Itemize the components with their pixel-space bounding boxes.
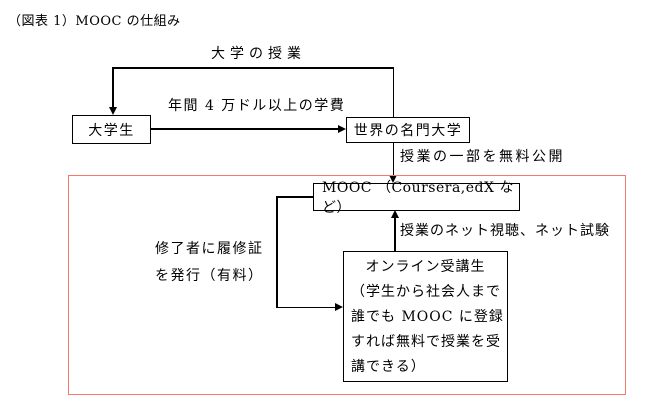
online-student-line-2: （学生から社会人まで — [351, 284, 501, 300]
connector-tuition-line — [151, 128, 339, 130]
label-certificate-line2: を発行（有料） — [155, 268, 264, 284]
connector-top-left-line — [112, 67, 114, 108]
node-mooc: MOOC （Coursera,edX など） — [313, 180, 520, 216]
connector-certificate-vertical-line — [276, 196, 278, 308]
node-university-student: 大学生 — [72, 115, 151, 144]
node-mooc-label: MOOC （Coursera,edX など） — [322, 180, 514, 216]
connector-free-release-line — [392, 143, 394, 176]
highlight-rectangle — [68, 175, 626, 395]
node-elite-university-label: 世界の名門大学 — [353, 123, 463, 139]
arrowhead-up-into-mooc-icon — [390, 210, 399, 218]
connector-certificate-top-line — [276, 196, 313, 198]
figure-title: （図表 1）MOOC の仕組み — [8, 14, 181, 29]
node-online-student: オンライン受講生 （学生から社会人まで 誰でも MOOC に登録 すれば無料で授… — [343, 251, 508, 382]
node-university-student-label: 大学生 — [88, 122, 135, 139]
arrowhead-right-into-university-icon — [338, 124, 346, 133]
connector-certificate-bottom-line — [276, 306, 336, 308]
label-certificate-line1: 修了者に履修証 — [155, 241, 264, 257]
label-tuition: 年間 4 万ドル以上の学費 — [168, 98, 346, 114]
online-student-line-4: すれば無料で授業を受 — [351, 334, 501, 350]
node-elite-university: 世界の名門大学 — [346, 117, 470, 143]
arrowhead-right-into-online-student-icon — [335, 303, 343, 311]
label-free-release: 授業の一部を無料公開 — [400, 149, 565, 165]
arrowhead-down-into-student-icon — [108, 107, 117, 115]
label-university-classes: 大学の授業 — [211, 46, 306, 62]
online-student-line-3: 誰でも MOOC に登録 — [351, 309, 504, 325]
connector-net-viewing-line — [394, 217, 396, 251]
online-student-line-5: 講できる） — [351, 359, 426, 375]
label-net-viewing: 授業のネット視聴、ネット試験 — [400, 223, 610, 239]
arrowhead-down-into-mooc-icon — [389, 175, 397, 183]
connector-top-horizontal-line — [112, 67, 394, 69]
online-student-line-1: オンライン受講生 — [365, 259, 486, 275]
connector-top-right-line — [392, 67, 394, 117]
